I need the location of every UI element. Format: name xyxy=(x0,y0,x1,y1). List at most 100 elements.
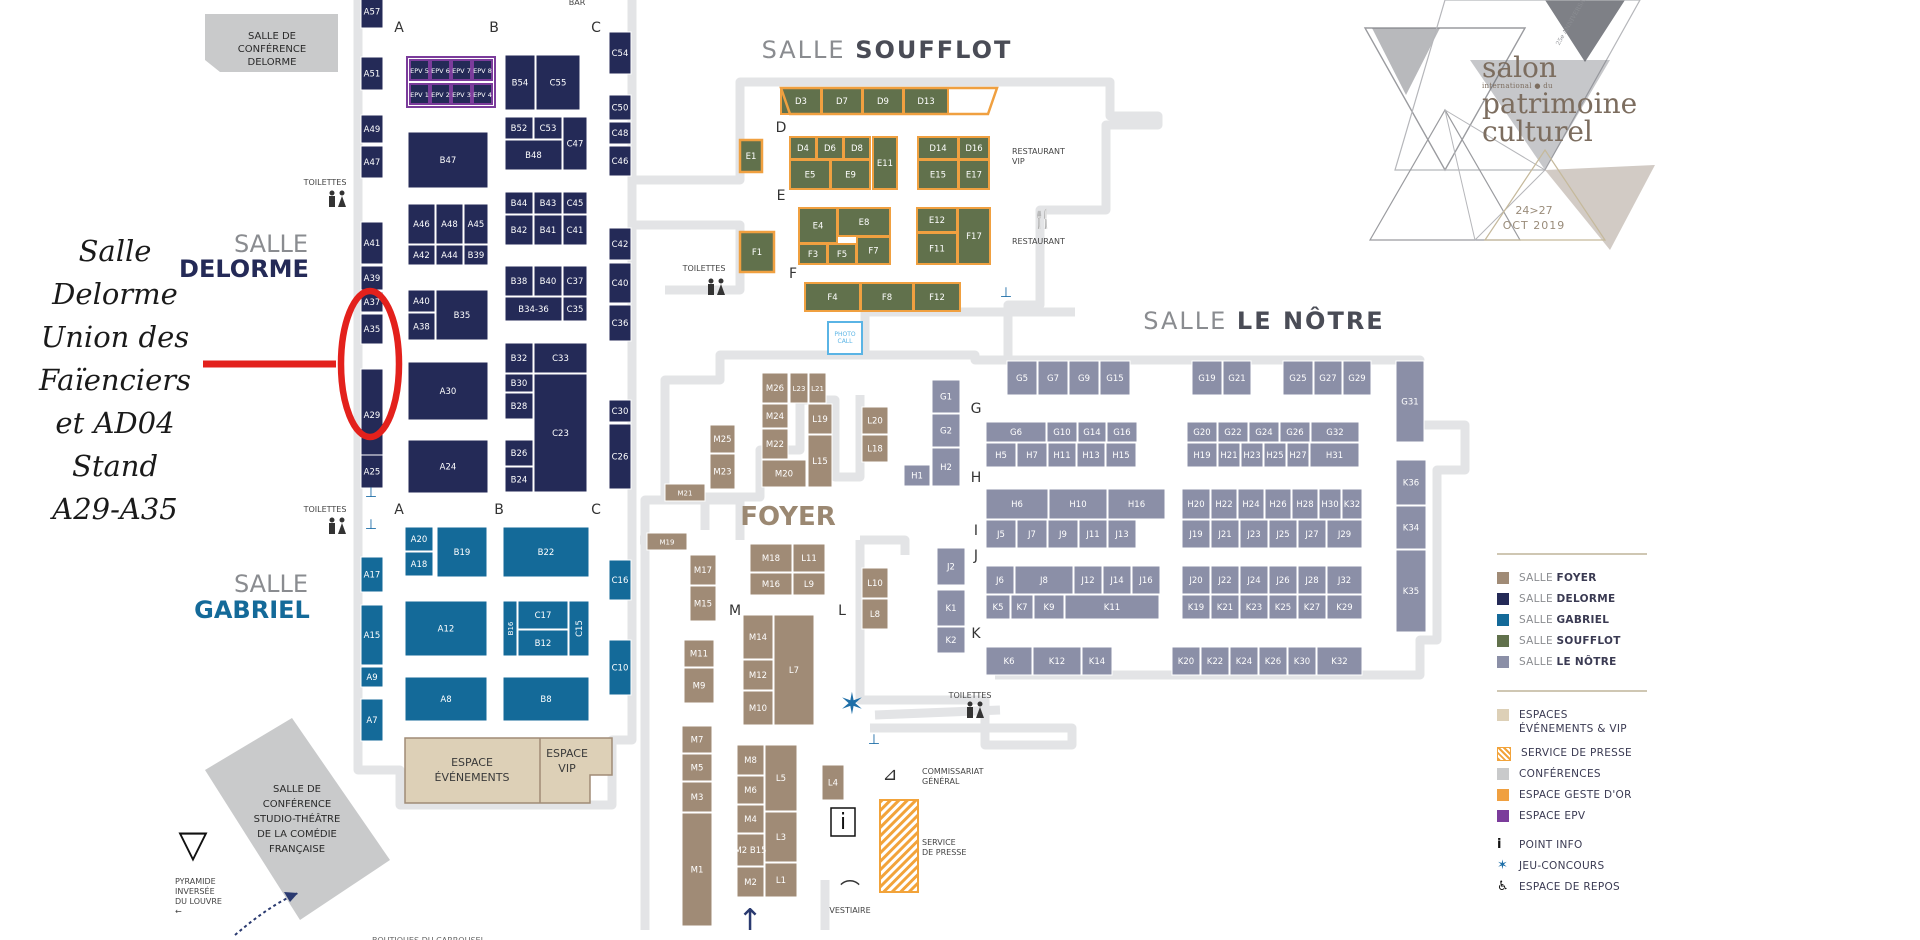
stand-label: G15 xyxy=(1106,374,1123,384)
stand-c55 xyxy=(535,54,581,111)
stand-label: C46 xyxy=(612,157,629,167)
logo-line2: international ● du xyxy=(1482,82,1553,90)
stand-g14 xyxy=(1077,421,1107,443)
stand-label: E12 xyxy=(929,216,945,226)
stand-label: M3 xyxy=(691,793,704,803)
stand-m10 xyxy=(742,690,774,726)
stand-label: J28 xyxy=(1304,576,1318,586)
stand-label: B24 xyxy=(511,476,528,486)
stand-label: B35 xyxy=(454,311,471,321)
hall-foyer-title: FOYER xyxy=(740,502,836,532)
stand-label: K19 xyxy=(1188,603,1204,613)
stand-label: C54 xyxy=(612,49,629,59)
stand-label: EPV 4 xyxy=(473,91,492,99)
stand-label: B40 xyxy=(540,277,557,287)
service-presse-zone xyxy=(879,799,919,893)
stand-k11 xyxy=(1064,594,1160,620)
stand-label: D16 xyxy=(965,144,982,154)
stand-epv-6 xyxy=(430,59,451,81)
stand-label: B32 xyxy=(511,354,528,364)
stand-k24 xyxy=(1229,646,1259,676)
stand-label: M15 xyxy=(694,600,712,610)
toilet-icon xyxy=(329,190,346,207)
stand-label: K35 xyxy=(1403,587,1419,597)
hall-gabriel-prefix: SALLE xyxy=(234,570,308,598)
stand-m9 xyxy=(683,667,715,704)
stand-a30 xyxy=(407,361,489,421)
stand-c35 xyxy=(562,296,588,322)
stand-m17 xyxy=(689,554,717,586)
stand-l18 xyxy=(861,434,889,463)
stand-l15 xyxy=(807,434,833,488)
stand-h15 xyxy=(1105,442,1137,468)
stand-label: G22 xyxy=(1224,428,1241,438)
stand-label: A8 xyxy=(440,695,451,705)
stand-j5 xyxy=(985,519,1017,549)
stand-a48 xyxy=(435,203,464,245)
legend-item: ESPACE EPV xyxy=(1497,809,1647,830)
stand-label: H7 xyxy=(1026,451,1038,461)
stand-h20 xyxy=(1181,488,1211,520)
legend-label: SALLE LE NÔTRE xyxy=(1519,656,1617,668)
stand-j22 xyxy=(1210,565,1240,595)
stand-label: G1 xyxy=(940,393,952,403)
stand-label: C45 xyxy=(567,199,584,209)
stand-label: G14 xyxy=(1083,428,1100,438)
stand-m21 xyxy=(664,483,706,502)
stand-a45 xyxy=(463,203,489,245)
path-arrow-head xyxy=(284,892,298,902)
stand-label: M17 xyxy=(694,566,712,576)
stand-e11 xyxy=(872,136,898,190)
annotation-line: Stand xyxy=(71,449,159,483)
stand-label: F5 xyxy=(837,250,847,260)
stand-h30 xyxy=(1318,488,1342,520)
stand-c46 xyxy=(608,145,632,177)
stand-m18 xyxy=(749,543,793,573)
stand-label: M6 xyxy=(744,786,757,796)
legend-label: SALLE GABRIEL xyxy=(1519,614,1610,626)
logo-line3: patrimoine xyxy=(1482,87,1638,120)
stand-e17 xyxy=(958,159,990,190)
stand-label: A15 xyxy=(364,631,381,641)
stand-label: G10 xyxy=(1053,428,1070,438)
row-letter: K xyxy=(971,626,981,642)
stand-label: M1 xyxy=(691,866,704,876)
row-letter: I xyxy=(974,523,978,539)
stand-label: G32 xyxy=(1326,428,1343,438)
stand-label: L23 xyxy=(793,385,806,393)
stand-j13 xyxy=(1107,519,1137,549)
stand-label: J16 xyxy=(1138,576,1152,586)
stand-label: L11 xyxy=(801,554,817,564)
stand-label: G31 xyxy=(1401,398,1418,408)
stand-j8 xyxy=(1014,565,1074,595)
stand-label: EPV 8 xyxy=(473,67,492,75)
stand-c26 xyxy=(608,423,632,490)
stand-label: K36 xyxy=(1403,479,1419,489)
stand-j27 xyxy=(1297,519,1327,549)
annotation-line: Faïenciers xyxy=(39,363,191,397)
stand-label: K30 xyxy=(1294,657,1310,667)
row-letter: L xyxy=(838,603,846,619)
stand-k1 xyxy=(936,589,966,627)
stand-c17 xyxy=(517,600,569,630)
legend-label: ESPACE GESTE D'OR xyxy=(1519,789,1632,801)
stand-m25 xyxy=(709,424,736,454)
stand-label: A45 xyxy=(468,220,485,230)
stand-label: K7 xyxy=(1017,603,1028,613)
stand-label: A7 xyxy=(366,716,377,726)
row-letter: A xyxy=(394,502,404,518)
rest-area-icon: ⊥ xyxy=(1000,285,1012,301)
stand-a24 xyxy=(407,439,489,494)
toilet-icon xyxy=(329,517,346,534)
stand-label: J22 xyxy=(1217,576,1231,586)
stand-a44 xyxy=(435,244,464,266)
row-letter: C xyxy=(591,20,601,36)
legend-label: ESPACE DE REPOS xyxy=(1519,881,1621,893)
stand-h10 xyxy=(1048,488,1108,520)
stand-b40 xyxy=(533,265,563,297)
stand-h11 xyxy=(1047,442,1077,468)
stand-m2 xyxy=(736,866,765,898)
